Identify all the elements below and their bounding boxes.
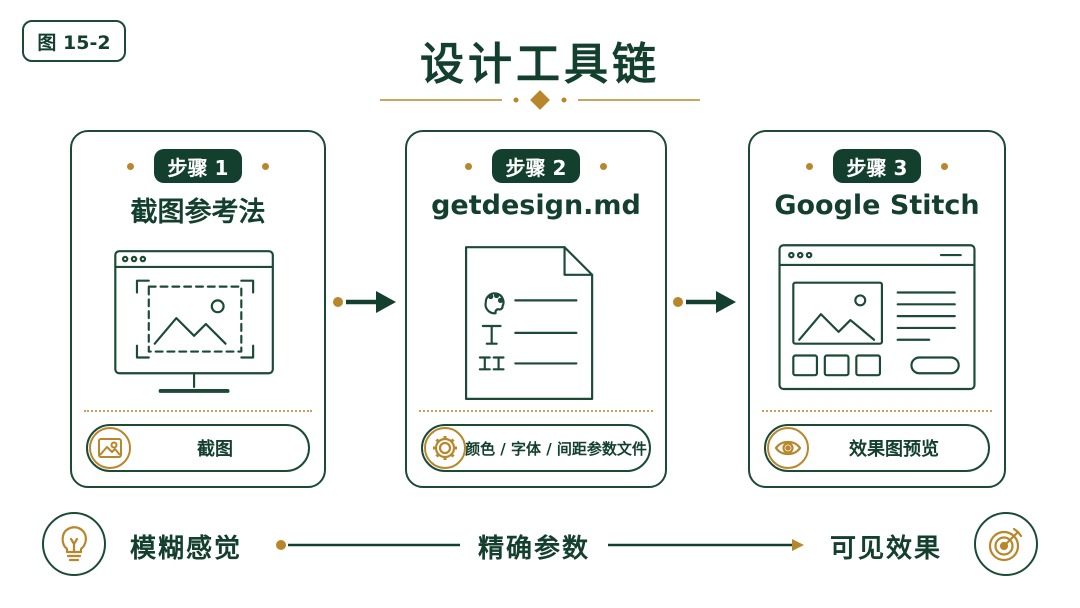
image-icon xyxy=(89,427,131,469)
step-output-label: 效果图预览 xyxy=(849,439,939,460)
flow-middle-label: 精确参数 xyxy=(478,534,591,564)
eye-icon xyxy=(767,427,809,469)
flow-arrow-right-icon xyxy=(333,291,396,313)
step-badge: 步骤 3 xyxy=(832,149,922,183)
step-card-1: 步骤 1 截图参考法 截图 xyxy=(70,130,326,488)
title-ornament xyxy=(380,90,700,110)
step-output-pill: 颜色 / 字体 / 间距参数文件 xyxy=(421,424,651,472)
step-output-pill: 效果图预览 xyxy=(764,424,990,472)
lightbulb-icon xyxy=(42,512,106,576)
step-output-label: 颜色 / 字体 / 间距参数文件 xyxy=(465,439,647,458)
card-divider xyxy=(419,410,653,412)
step-output-label: 截图 xyxy=(197,439,233,460)
screenshot-monitor-icon xyxy=(114,250,274,393)
page-title: 设计工具链 xyxy=(420,39,660,90)
step-card-3: 步骤 3 Google Stitch 效果图预览 xyxy=(748,130,1006,488)
step-badge: 步骤 1 xyxy=(153,149,243,183)
decor-dot xyxy=(464,162,472,170)
decor-dot xyxy=(126,162,134,170)
step-name: Google Stitch xyxy=(774,190,980,221)
step-output-pill: 截图 xyxy=(86,424,310,472)
decor-dot xyxy=(262,162,270,170)
step-name: getdesign.md xyxy=(431,190,641,221)
design-document-icon xyxy=(465,246,594,400)
gear-icon xyxy=(424,427,466,469)
flow-end-label: 可见效果 xyxy=(830,534,943,564)
card-divider xyxy=(84,410,312,412)
target-icon xyxy=(974,512,1038,576)
figure-label: 图 15-2 xyxy=(22,20,126,62)
step-card-2: 步骤 2 getdesign.md 颜色 / 字体 / 间距参数文件 xyxy=(405,130,667,488)
summary-flow: 模糊感觉 精确参数 可见效果 xyxy=(0,512,1080,578)
decor-dot xyxy=(941,162,949,170)
step-name: 截图参考法 xyxy=(130,197,266,228)
flow-start-label: 模糊感觉 xyxy=(130,534,243,564)
decor-dot xyxy=(600,162,608,170)
flow-arrow-right-icon xyxy=(673,291,736,313)
card-divider xyxy=(762,410,992,412)
summary-connector xyxy=(276,539,804,551)
step-badge: 步骤 2 xyxy=(491,149,581,183)
browser-mockup-icon xyxy=(778,244,976,391)
decor-dot xyxy=(805,162,813,170)
